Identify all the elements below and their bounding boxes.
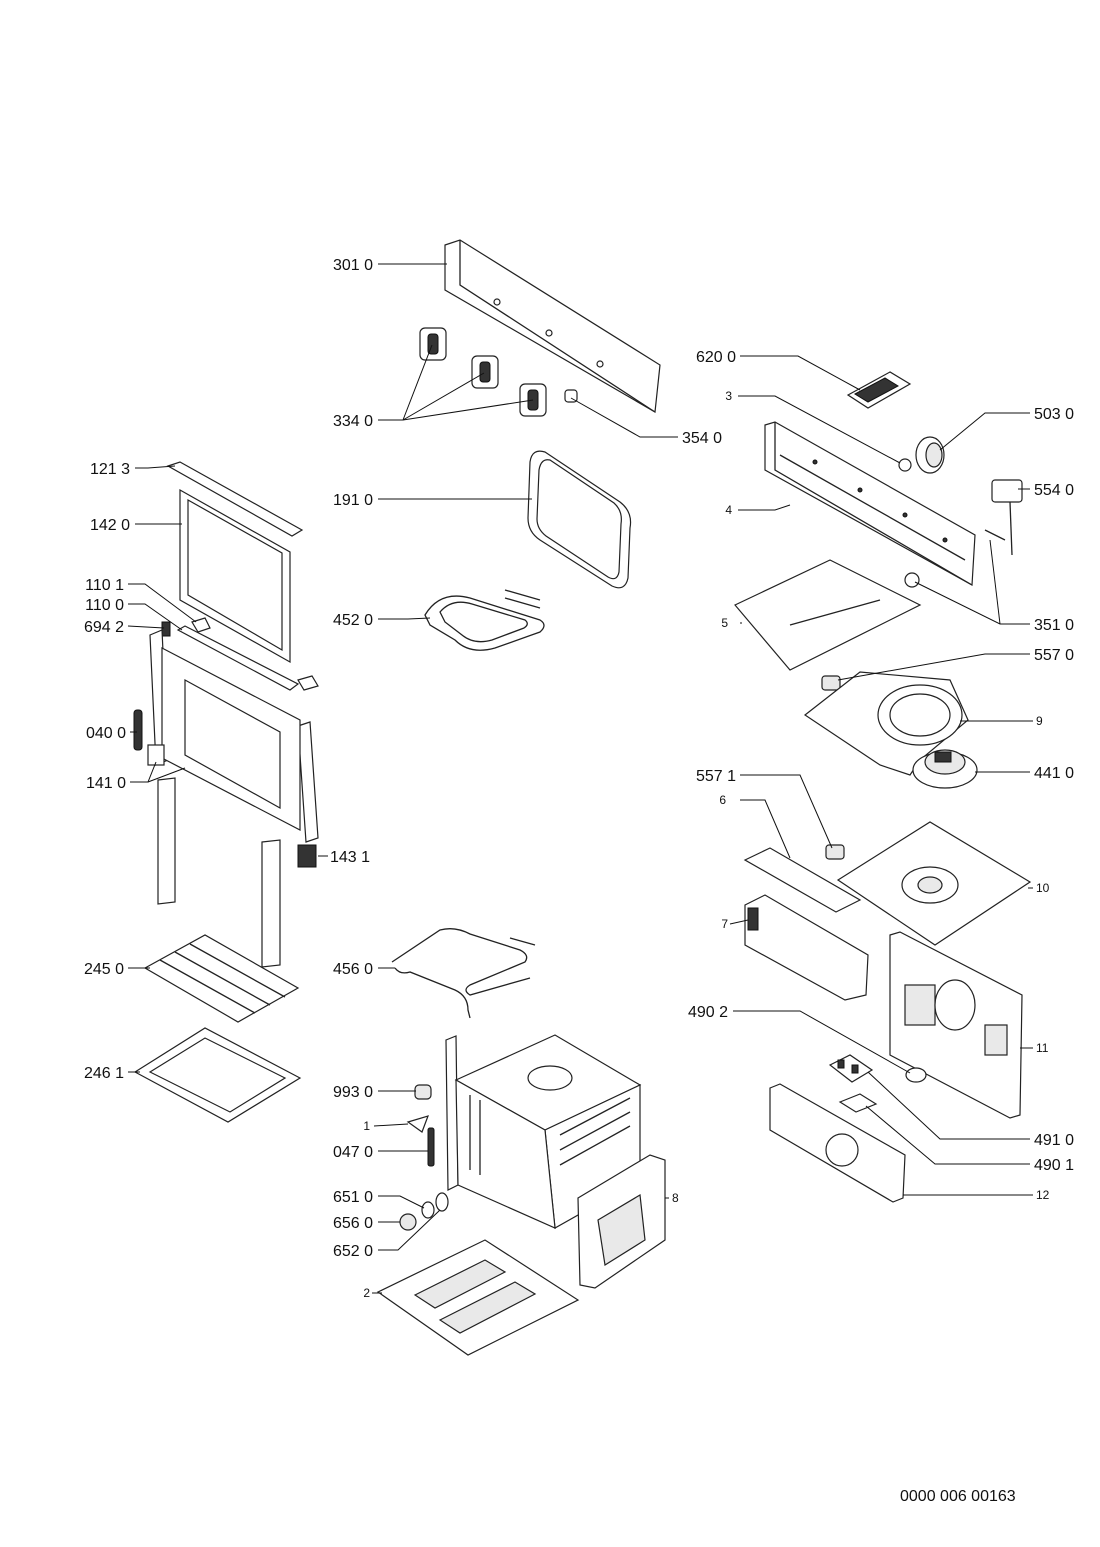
part-control-frame — [764, 421, 976, 586]
callout-491-0: 491 0 — [1034, 1132, 1074, 1149]
callout-652-0: 652 0 — [333, 1243, 373, 1260]
part-glass-strip-left — [157, 777, 176, 905]
callout-8: 8 — [672, 1191, 679, 1205]
callout-456-0: 456 0 — [333, 961, 373, 978]
leader-lines — [127, 263, 1033, 1294]
callout-334-0: 334 0 — [333, 413, 373, 430]
part-bottom-plate — [376, 1239, 580, 1356]
part-safety-thermostat — [821, 675, 841, 691]
callout-554-0: 554 0 — [1034, 482, 1074, 499]
callout-490-2: 490 2 — [688, 1004, 728, 1021]
callout-labels: 301 0 334 0 354 0 620 0 3 503 0 4 554 0 … — [84, 257, 1074, 1300]
callout-12: 12 — [1036, 1188, 1050, 1202]
part-side-bracket — [744, 894, 869, 1001]
part-connector — [905, 1067, 927, 1083]
callout-6: 6 — [719, 793, 726, 807]
part-door-seal — [527, 450, 632, 589]
callout-5: 5 — [721, 616, 728, 630]
part-control-panel — [444, 239, 661, 413]
part-programmer-board — [846, 371, 912, 409]
callout-142-0: 142 0 — [90, 517, 130, 534]
document-reference-number: 0000 006 00163 — [900, 1488, 1016, 1505]
callout-246-1: 246 1 — [84, 1065, 124, 1082]
callout-1: 1 — [363, 1119, 370, 1133]
callout-301-0: 301 0 — [333, 257, 373, 274]
callout-121-3: 121 3 — [90, 461, 130, 478]
callout-7: 7 — [721, 917, 728, 931]
part-side-panel — [577, 1154, 666, 1289]
callout-9: 9 — [1036, 714, 1043, 728]
part-oven-cavity — [445, 1034, 642, 1229]
callout-490-1: 490 1 — [1034, 1157, 1074, 1174]
part-timer — [915, 436, 945, 474]
callout-2: 2 — [363, 1286, 370, 1300]
part-button — [564, 389, 578, 403]
part-handle — [176, 625, 300, 691]
callout-651-0: 651 0 — [333, 1189, 373, 1206]
part-latch — [297, 844, 317, 868]
callout-557-1: 557 1 — [696, 768, 736, 785]
part-oven-shelf — [143, 934, 300, 1023]
callout-110-0: 110 0 — [85, 597, 124, 614]
callout-656-0: 656 0 — [333, 1215, 373, 1232]
part-hinge-cover-2 — [297, 675, 319, 691]
part-timer-shaft — [898, 458, 912, 472]
callout-4: 4 — [725, 503, 732, 517]
part-door-frame-right — [297, 721, 319, 843]
part-door-trim — [166, 461, 304, 537]
part-back-plate — [769, 1083, 906, 1203]
part-fan-cover — [836, 821, 1032, 946]
callout-620-0: 620 0 — [696, 349, 736, 366]
part-lamp-socket — [435, 1192, 449, 1212]
callout-351-0: 351 0 — [1034, 617, 1074, 634]
callout-141-0: 141 0 — [86, 775, 126, 792]
callout-3: 3 — [725, 389, 732, 403]
callout-10: 10 — [1036, 881, 1050, 895]
callout-694-2: 694 2 — [84, 619, 124, 636]
part-knobs — [419, 327, 547, 417]
part-outer-glass — [179, 488, 291, 664]
callout-11: 11 — [1036, 1041, 1049, 1055]
part-front-rail — [743, 847, 862, 913]
callout-143-1: 143 1 — [330, 849, 370, 866]
part-thermostat-knob — [904, 572, 920, 588]
part-fan-motor — [912, 749, 978, 789]
part-door-hinge — [133, 709, 143, 751]
part-lamp-bulb — [399, 1213, 417, 1231]
part-lamp-cover — [421, 1201, 435, 1219]
part-door-switch — [427, 1127, 435, 1167]
part-safety-thermostat-2 — [825, 844, 845, 860]
callout-452-0: 452 0 — [333, 612, 373, 629]
part-glass-strip-right — [261, 839, 281, 968]
callout-047-0: 047 0 — [333, 1144, 373, 1161]
part-clip — [406, 1115, 429, 1133]
callout-191-0: 191 0 — [333, 492, 373, 509]
part-door-lock — [147, 744, 165, 766]
callout-040-0: 040 0 — [86, 725, 126, 742]
part-drip-tray — [133, 1027, 302, 1123]
callout-354-0: 354 0 — [682, 430, 722, 447]
part-bottom-element — [391, 928, 536, 1019]
part-grill-element — [424, 589, 545, 651]
callout-993-0: 993 0 — [333, 1084, 373, 1101]
part-fan-housing — [803, 671, 969, 776]
part-inner-door — [161, 647, 301, 831]
part-top-cover — [734, 559, 922, 671]
callout-110-1: 110 1 — [85, 577, 124, 594]
part-rear-panel — [889, 931, 1023, 1119]
callout-441-0: 441 0 — [1034, 765, 1074, 782]
part-hinge-cover — [191, 617, 211, 633]
part-thermostat — [984, 479, 1023, 556]
callout-245-0: 245 0 — [84, 961, 124, 978]
callout-557-0: 557 0 — [1034, 647, 1074, 664]
callout-503-0: 503 0 — [1034, 406, 1074, 423]
part-lamp-holder — [414, 1084, 432, 1100]
part-connector-2 — [838, 1093, 878, 1113]
part-terminal-block — [828, 1054, 874, 1083]
part-hinge-bracket — [161, 621, 171, 637]
